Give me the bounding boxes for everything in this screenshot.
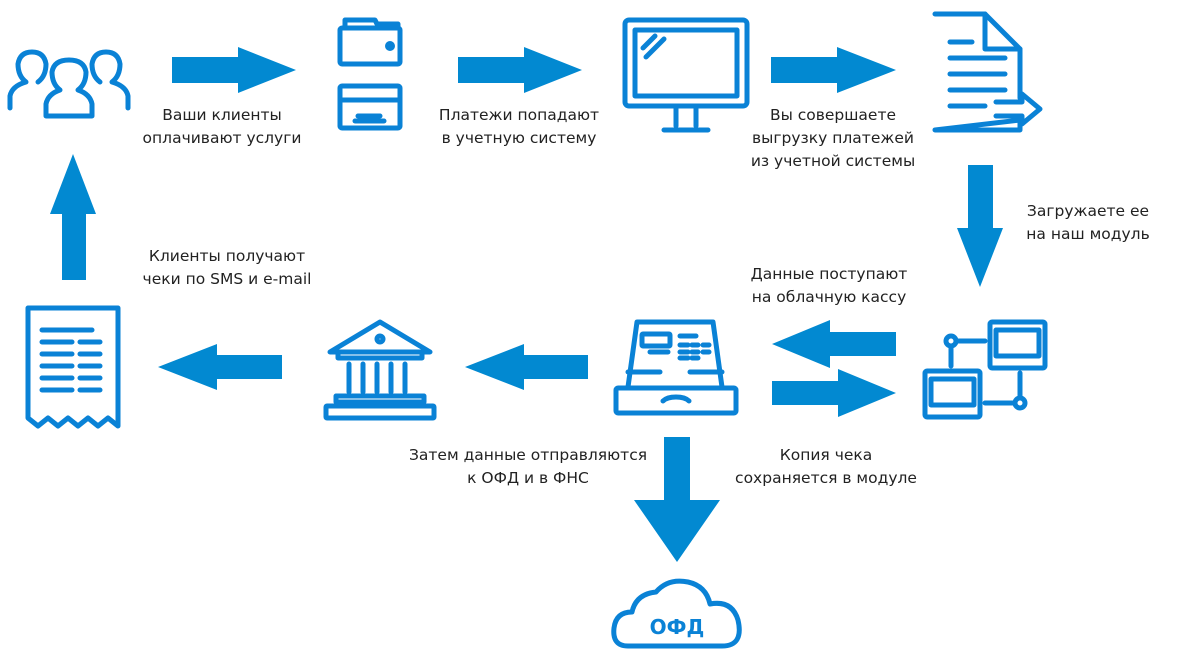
- arrow-right-3: [771, 47, 896, 93]
- label-line: Загружаете ее: [1026, 202, 1150, 220]
- step-label-payments-accounting: Платежи попадают в учетную систему: [439, 104, 599, 150]
- label-line: Данные поступают: [750, 265, 908, 283]
- arrow-right-module: [772, 369, 896, 417]
- arrow-right-1: [172, 47, 296, 93]
- step-label-clients-receive: Клиенты получают чеки по SMS и e-mail: [143, 245, 312, 291]
- label-line: Ваши клиенты: [162, 106, 282, 124]
- step-label-cloud-register: Данные поступают на облачную кассу: [751, 263, 908, 309]
- step-label-export: Вы совершаете выгрузку платежей из учетн…: [751, 104, 915, 173]
- ofd-cloud-icon: [611, 578, 742, 649]
- receipt-icon: [25, 305, 121, 429]
- ofd-label: ОФД: [649, 615, 705, 639]
- label-line: Вы совершаете: [769, 106, 897, 124]
- arrow-left-cloud: [772, 320, 896, 368]
- label-line: выгрузку платежей: [752, 129, 914, 147]
- label-line: на наш модуль: [1026, 225, 1150, 243]
- label-line: Платежи попадают: [438, 106, 600, 124]
- label-line: на облачную кассу: [751, 288, 907, 306]
- step-label-upload: Загружаете ее на наш модуль: [1026, 200, 1149, 246]
- cash-register-icon: [613, 319, 739, 416]
- document-export-icon: [932, 11, 1043, 133]
- step-label-ofd-fns: Затем данные отправляются к ОФД и в ФНС: [409, 444, 647, 490]
- users-icon: [7, 49, 131, 119]
- label-line: сохраняется в модуле: [735, 469, 917, 487]
- arrow-down-ofd: [634, 437, 720, 562]
- arrow-down-1: [957, 165, 1003, 287]
- label-line: оплачивают услуги: [142, 129, 302, 147]
- label-line: из учетной системы: [750, 152, 916, 170]
- bank-icon: [323, 319, 437, 421]
- label-line: чеки по SMS и e-mail: [142, 270, 312, 288]
- arrow-up: [50, 154, 96, 280]
- arrow-left-bank: [465, 344, 588, 390]
- label-line: к ОФД и в ФНС: [467, 469, 589, 487]
- label-line: Затем данные отправляются: [408, 446, 648, 464]
- arrow-right-2: [458, 47, 582, 93]
- label-line: Копия чека: [779, 446, 873, 464]
- label-line: в учетную систему: [441, 129, 597, 147]
- label-line: Клиенты получают: [148, 247, 306, 265]
- monitor-icon: [622, 17, 750, 133]
- step-label-clients-pay: Ваши клиенты оплачивают услуги: [143, 104, 302, 150]
- network-computers-icon: [922, 319, 1048, 420]
- wallet-card-icon: [337, 17, 403, 131]
- step-label-receipt-copy: Копия чека сохраняется в модуле: [735, 444, 917, 490]
- arrow-left-receipt: [158, 344, 282, 390]
